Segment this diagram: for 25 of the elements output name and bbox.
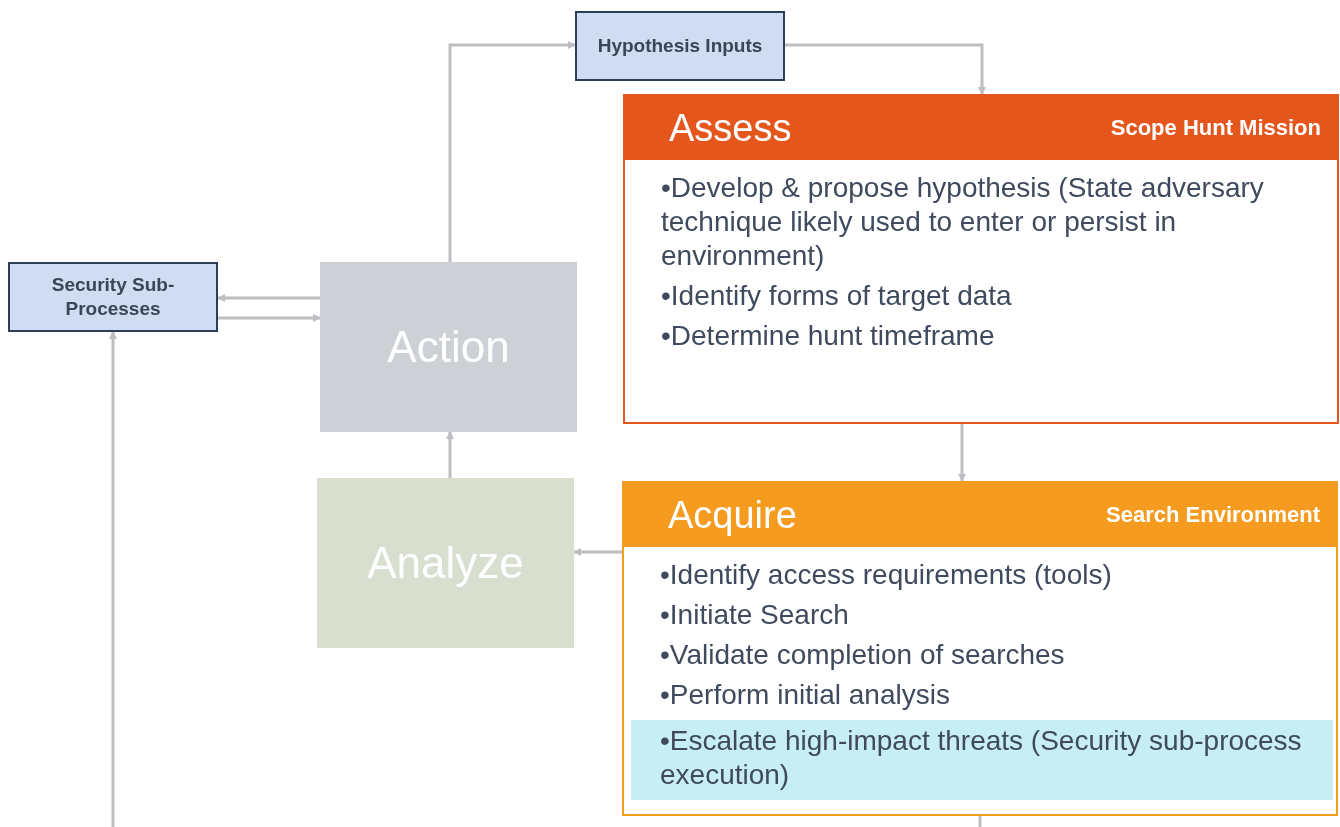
phase-title: Assess xyxy=(669,105,792,151)
bullet-item: •Identify access requirements (tools) xyxy=(660,558,1113,592)
bullet-item: •Validate completion of searches xyxy=(660,638,1066,672)
arrow xyxy=(446,431,454,478)
bullet-item: •Perform initial analysis xyxy=(660,678,951,712)
arrow xyxy=(109,331,117,827)
phase-card xyxy=(622,481,1338,816)
process-box: Hypothesis Inputs xyxy=(575,11,785,81)
phase-card xyxy=(623,94,1339,424)
arrow xyxy=(958,424,966,482)
phase-title: Acquire xyxy=(668,492,797,538)
arrow xyxy=(448,41,576,262)
bullet-item: •Identify forms of target data xyxy=(661,279,1013,313)
phase-subtitle: Search Environment xyxy=(1105,502,1320,528)
arrow xyxy=(217,294,320,302)
process-box: Security Sub-Processes xyxy=(8,262,218,332)
arrow xyxy=(573,548,622,556)
bullet-item: •Determine hunt timeframe xyxy=(661,319,996,353)
phase-subtitle: Scope Hunt Mission xyxy=(1109,115,1321,141)
highlight-band xyxy=(631,720,1333,800)
bullet-item: •Develop & propose hypothesis (State adversary technique likely used to enter or persist in environment) xyxy=(661,171,1265,273)
arrow xyxy=(218,314,321,322)
arrow xyxy=(785,43,986,95)
bullet-item: •Escalate high-impact threats (Security sub-process execution) xyxy=(660,724,1303,792)
bullet-item: •Initiate Search xyxy=(660,598,850,632)
